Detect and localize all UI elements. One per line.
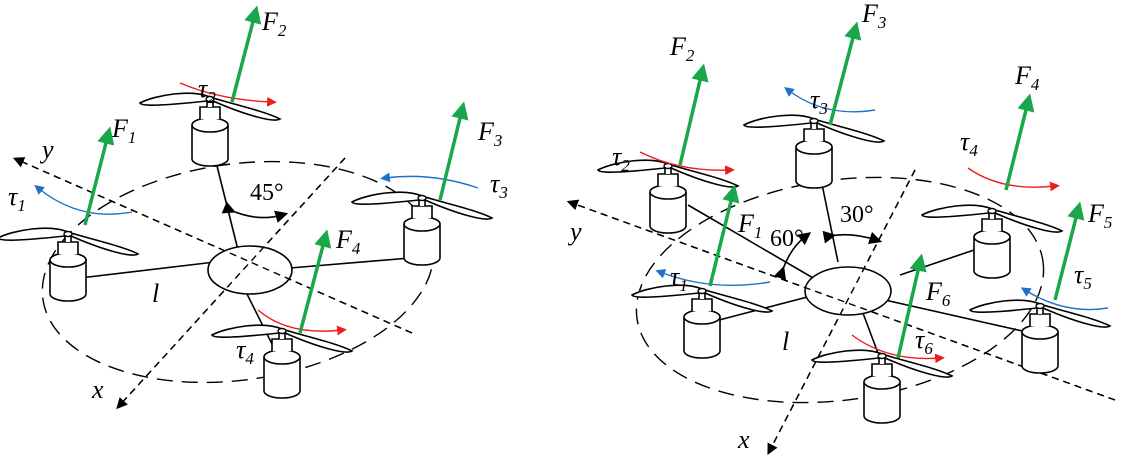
quad-rotor-3 [351, 101, 493, 266]
hexa-torque-4-label: τ4 [960, 127, 978, 160]
hexa-angle-30-label: 30° [840, 202, 874, 228]
hexa-force-1-arrow [708, 184, 740, 287]
hexa-force-5-label: F5 [1087, 199, 1112, 232]
hexa-torque-6-label: τ6 [915, 325, 933, 358]
hexa-torque-1-label: τ1 [670, 262, 688, 295]
hexa-torque-3-label: τ3 [810, 85, 828, 118]
quad-force-4-arrow [298, 229, 332, 334]
hexa-rotor-3 [743, 21, 885, 189]
hexa-torque-5-label: τ5 [1074, 260, 1092, 293]
hexa-angle-30-arc [822, 230, 883, 245]
quad-torque-1-label: τ1 [8, 182, 26, 215]
hexa-force-6-label: F6 [925, 277, 951, 310]
quad-force-2-arrow [230, 5, 262, 103]
quad-y-label: y [39, 135, 54, 164]
quad-torque-4-label: τ4 [236, 335, 254, 368]
quad-force-4-label: F4 [335, 225, 361, 258]
hexa-torque-2-arrow [639, 151, 735, 176]
hexa-arm-length-label: l [782, 327, 789, 356]
hexa-force-6-arrow [896, 253, 927, 359]
hexa-rotor-4 [921, 93, 1063, 279]
quad-force-2-label: F2 [261, 7, 287, 40]
hexa-angle-60-label: 60° [770, 226, 804, 252]
quad-torque-3-label: τ3 [490, 169, 508, 202]
hexa-y-label: y [567, 217, 582, 246]
hexa-force-5-arrow [1053, 201, 1085, 301]
hexa-force-3-arrow [828, 21, 862, 126]
hexa-x-label: x [737, 425, 750, 454]
quad-force-3-arrow [438, 101, 469, 201]
quad-rotor-2 [139, 5, 281, 167]
quadrotor: F2 τ2 F1 τ1 F3 τ3 F4 τ4 45° y x l [0, 5, 508, 410]
hexa-force-2-arrow [678, 63, 709, 166]
quad-torque-3-arrow [380, 172, 479, 189]
hexa-rotor-6 [811, 253, 953, 424]
hexa-rotor-2 [597, 63, 739, 234]
hexa-torque-6-arrow [851, 334, 945, 364]
hexa-force-4-label: F4 [1014, 61, 1040, 94]
hexa-torque-5-arrow [1020, 287, 1109, 311]
hexa-rotor-1 [631, 184, 773, 359]
quad-center-hub [207, 245, 293, 295]
hexa-torque-2-label: τ2 [612, 142, 630, 175]
hexa-torque-1-arrow [655, 269, 771, 287]
hexa-force-1-label: F1 [737, 209, 762, 242]
quad-force-3-label: F3 [477, 117, 502, 150]
hexa-torque-3-arrow [784, 87, 876, 113]
quad-torque-2-arrow [179, 82, 277, 107]
quad-torque-2-label: τ2 [198, 74, 216, 107]
quad-force-1-arrow [83, 126, 115, 226]
hexa-force-3-label: F3 [861, 0, 886, 32]
quad-angle-label: 45° [250, 180, 284, 206]
quad-x-label: x [91, 375, 104, 404]
quad-torque-1-arrow [34, 184, 133, 215]
hexa-rotor-5 [969, 201, 1111, 374]
hexarotor: F2 τ2 F3 τ3 F4 τ4 F5 τ5 F1 τ1 F6 τ6 60° … [566, 0, 1116, 455]
quad-arm-length-label: l [152, 279, 159, 308]
hexa-force-4-arrow [1004, 93, 1035, 191]
quad-rotor-1 [0, 126, 139, 302]
quad-rotor-4 [211, 229, 353, 399]
quad-torque-4-arrow [257, 309, 347, 336]
hexa-angle-60-arc [773, 232, 812, 281]
hexa-center-hub [804, 266, 892, 316]
quad-force-1-label: F1 [111, 114, 136, 147]
hexa-force-2-label: F2 [669, 32, 695, 65]
quad-angle-arc [221, 201, 289, 223]
